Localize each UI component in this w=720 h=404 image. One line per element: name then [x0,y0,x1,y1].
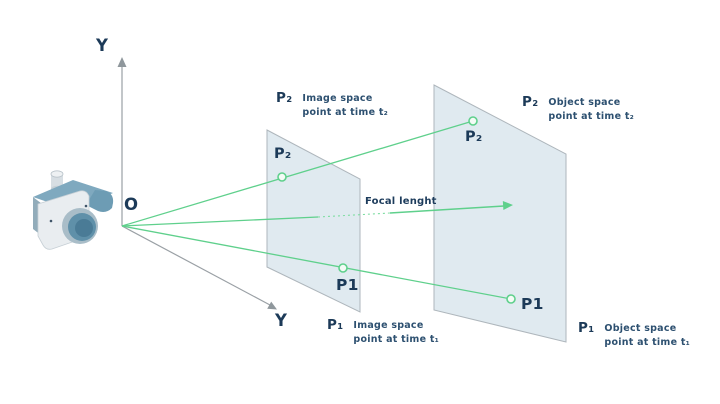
image-p1-label: P1 [336,276,359,294]
camera-viewfinder-body [51,174,63,189]
camera-flash-unit [86,190,114,212]
camera-screw-right [84,204,88,208]
camera-viewfinder-top [50,170,64,178]
origin-label: O [124,195,139,214]
legend-line2: point at time t₂ [302,106,389,118]
legend-image-space-t2: P₂ Image space point at time t₂ [276,90,389,119]
legend-point-label: P₂ [522,94,539,110]
axis-diagonal-label: Y [275,311,288,330]
image-p2-point-icon [277,172,287,182]
object-p2-label: P₂ [465,129,483,145]
axis-vertical-label: Y [96,36,109,55]
legend-line1: Image space [302,93,373,104]
legend-image-space-t1: P₁ Image space point at time t₁ [327,317,440,346]
ray-focal-dotted [317,212,391,218]
legend-line2: point at time t₁ [604,336,691,348]
object-p1-label: P1 [521,295,544,313]
focal-arrowhead-icon [502,201,513,210]
legend-line1: Object space [548,97,621,108]
image-p2-label: P₂ [274,146,292,162]
legend-line1: Image space [353,320,424,331]
ray-focal-arrow-line [389,205,505,214]
ray-p2 [121,120,474,227]
ray-focal-solid-left [121,216,319,227]
legend-object-space-t2: P₂ Object space point at time t₂ [522,94,635,123]
axis-diagonal-line [121,225,271,306]
legend-line2: point at time t₂ [548,110,635,122]
object-plane [433,84,567,343]
legend-point-label: P₁ [578,320,595,336]
axis-vertical-arrowhead-icon [117,57,127,67]
legend-line2: point at time t₁ [353,333,440,345]
object-p2-point-icon [468,116,478,126]
legend-line1: Object space [604,323,677,334]
axis-diagonal-arrowhead-icon [267,301,277,310]
object-p1-point-icon [506,294,516,304]
camera-icon [33,170,114,250]
camera-screw-left [49,219,53,223]
focal-length-label: Focal lenght [365,196,437,207]
image-p1-point-icon [338,263,348,273]
camera-lens-glass [75,219,93,237]
legend-point-label: P₂ [276,90,293,106]
ray-p1 [121,225,512,300]
legend-point-label: P₁ [327,317,344,333]
legend-object-space-t1: P₁ Object space point at time t₁ [578,320,691,349]
